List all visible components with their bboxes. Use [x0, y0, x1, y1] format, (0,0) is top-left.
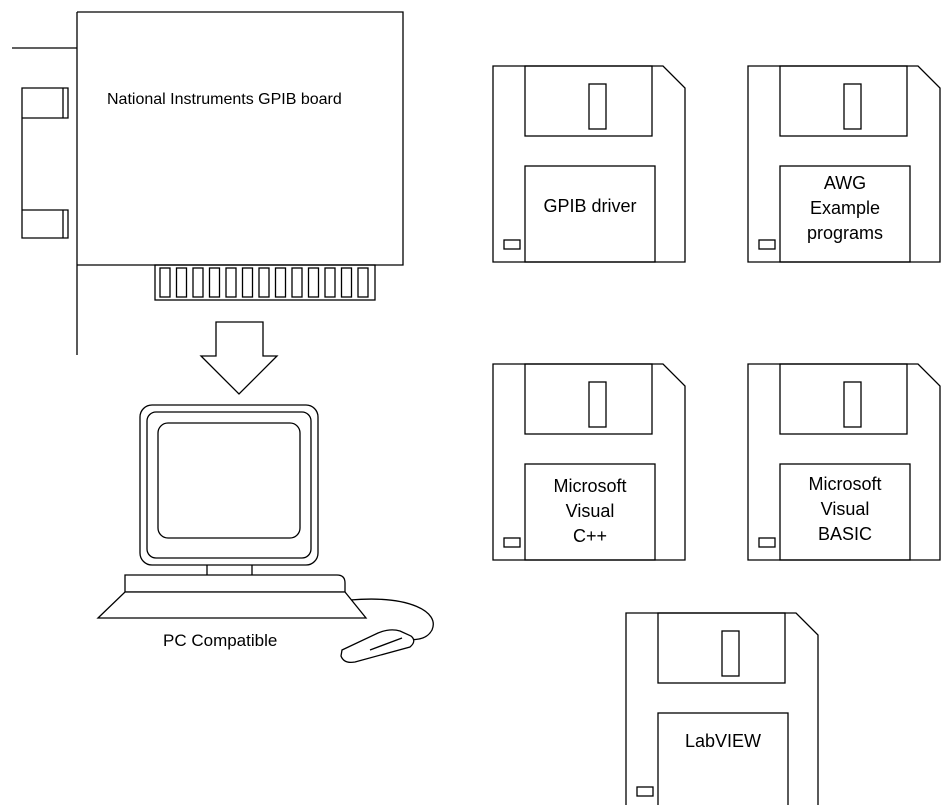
gpib-board: National Instruments GPIB board	[12, 12, 403, 355]
board-connector	[22, 88, 68, 238]
connector-pin	[193, 268, 203, 297]
down-arrow-icon	[201, 322, 277, 394]
disk-label-text: GPIB driver	[543, 196, 636, 216]
connector-pin	[243, 268, 253, 297]
disk-label-text: C++	[573, 526, 607, 546]
connector-pin	[226, 268, 236, 297]
software-disks: GPIB driver AWG Example programsMicrosoftVi…	[493, 66, 940, 805]
floppy-disk-icon: GPIB driver	[493, 66, 685, 262]
disk-label-text: LabVIEW	[685, 731, 761, 751]
disk-label-text: Visual	[821, 499, 870, 519]
board-label: National Instruments GPIB board	[107, 91, 342, 108]
disk-label-text: AWG	[824, 173, 866, 193]
connector-pin	[177, 268, 187, 297]
connector-pin	[160, 268, 170, 297]
disk-label-text: BASIC	[818, 524, 872, 544]
disk-label-text: Visual	[566, 501, 615, 521]
disk-label-text: programs	[807, 223, 883, 243]
connector-pin	[358, 268, 368, 297]
connector-pin	[276, 268, 286, 297]
mouse-icon	[341, 630, 414, 663]
monitor-stand	[207, 565, 252, 575]
edge-connector-pins	[160, 268, 368, 297]
keyboard	[125, 575, 345, 592]
connector-pin	[309, 268, 319, 297]
connector-pin	[325, 268, 335, 297]
floppy-disk-icon: LabVIEW	[626, 613, 818, 805]
connector-pin	[259, 268, 269, 297]
disk-label-text: Microsoft	[553, 476, 626, 496]
disk-label-text: Example	[810, 198, 880, 218]
pc-label: PC Compatible	[163, 631, 277, 650]
connector-pin	[342, 268, 352, 297]
connector-pin	[210, 268, 220, 297]
pc-compatible: PC Compatible	[98, 405, 433, 662]
connector-pin	[292, 268, 302, 297]
disk-label-text: Microsoft	[808, 474, 881, 494]
board-body	[77, 12, 403, 265]
floppy-disk-icon: AWG Example programs	[748, 66, 940, 262]
monitor-outer	[140, 405, 318, 565]
keyboard-base	[98, 592, 366, 618]
